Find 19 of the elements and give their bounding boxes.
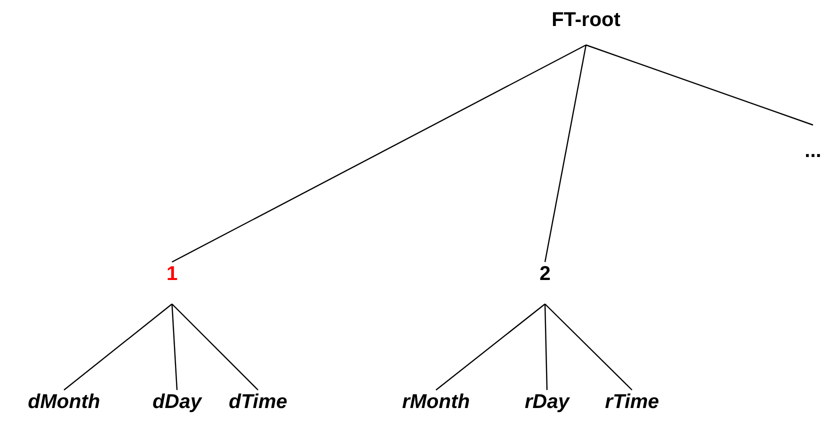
tree-branch-line <box>544 304 548 390</box>
tree-node-label: rMonth <box>402 390 470 414</box>
tree-node-label: 1 <box>166 262 178 286</box>
tree-branch-line <box>544 304 632 390</box>
tree-branch-line <box>586 44 814 126</box>
tree-node-label: dDay <box>152 390 202 414</box>
tree-node-label: dMonth <box>28 390 100 414</box>
tree-branch-line <box>436 304 546 390</box>
tree-node-label: rDay <box>524 390 570 414</box>
tree-node-label: rTime <box>604 390 660 414</box>
tree-branch-line <box>171 304 178 390</box>
tree-branch-line <box>544 44 587 262</box>
tree-branch-line <box>172 304 258 390</box>
tree-node-label: FT-root <box>552 8 620 32</box>
tree-node-label: dTime <box>228 390 288 414</box>
tree-branch-line <box>172 44 586 263</box>
tree-node-label: ... <box>804 139 822 163</box>
tree-node-label: 2 <box>539 262 551 286</box>
tree-branch-line <box>64 304 172 390</box>
